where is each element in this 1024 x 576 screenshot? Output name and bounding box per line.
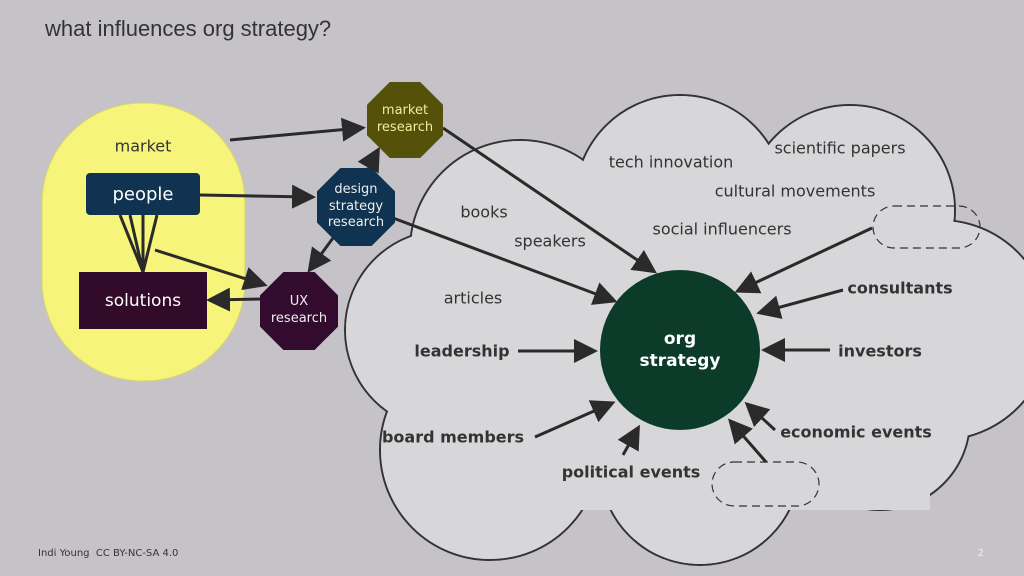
page-number: 2 xyxy=(977,548,984,559)
market-label: market xyxy=(114,136,172,156)
influence-articles: articles xyxy=(443,288,503,308)
influence-investors: investors xyxy=(838,341,922,361)
influence-economic-events: economic events xyxy=(780,422,932,442)
influence-board-members: board members xyxy=(381,427,525,447)
market-research-node: market research xyxy=(367,82,443,158)
empty-placeholder-top xyxy=(872,205,981,249)
influence-social-influencers: social influencers xyxy=(652,219,792,239)
influence-scientific-papers: scientific papers xyxy=(774,138,906,158)
author-logo: Indi Young xyxy=(38,548,90,559)
footer: Indi Young CC BY-NC-SA 4.0 xyxy=(38,548,178,559)
influence-leadership: leadership xyxy=(414,341,510,361)
ux-research-node: UX research xyxy=(260,272,338,350)
people-box: people xyxy=(86,173,200,215)
influence-political-events: political events xyxy=(561,462,701,482)
influence-speakers: speakers xyxy=(514,231,586,251)
org-strategy-label: org strategy xyxy=(639,328,721,371)
influence-consultants: consultants xyxy=(847,278,953,298)
solutions-box: solutions xyxy=(79,272,207,329)
influence-cultural-movements: cultural movements xyxy=(714,181,876,201)
arrows xyxy=(154,117,873,463)
org-strategy-circle xyxy=(600,270,760,430)
design-strategy-research-node: design strategy research xyxy=(317,168,395,246)
influence-tech-innovation: tech innovation xyxy=(608,152,734,172)
influence-books: books xyxy=(460,202,508,222)
license-text: CC BY-NC-SA 4.0 xyxy=(95,548,179,559)
slide-title: what influences org strategy? xyxy=(45,16,332,41)
